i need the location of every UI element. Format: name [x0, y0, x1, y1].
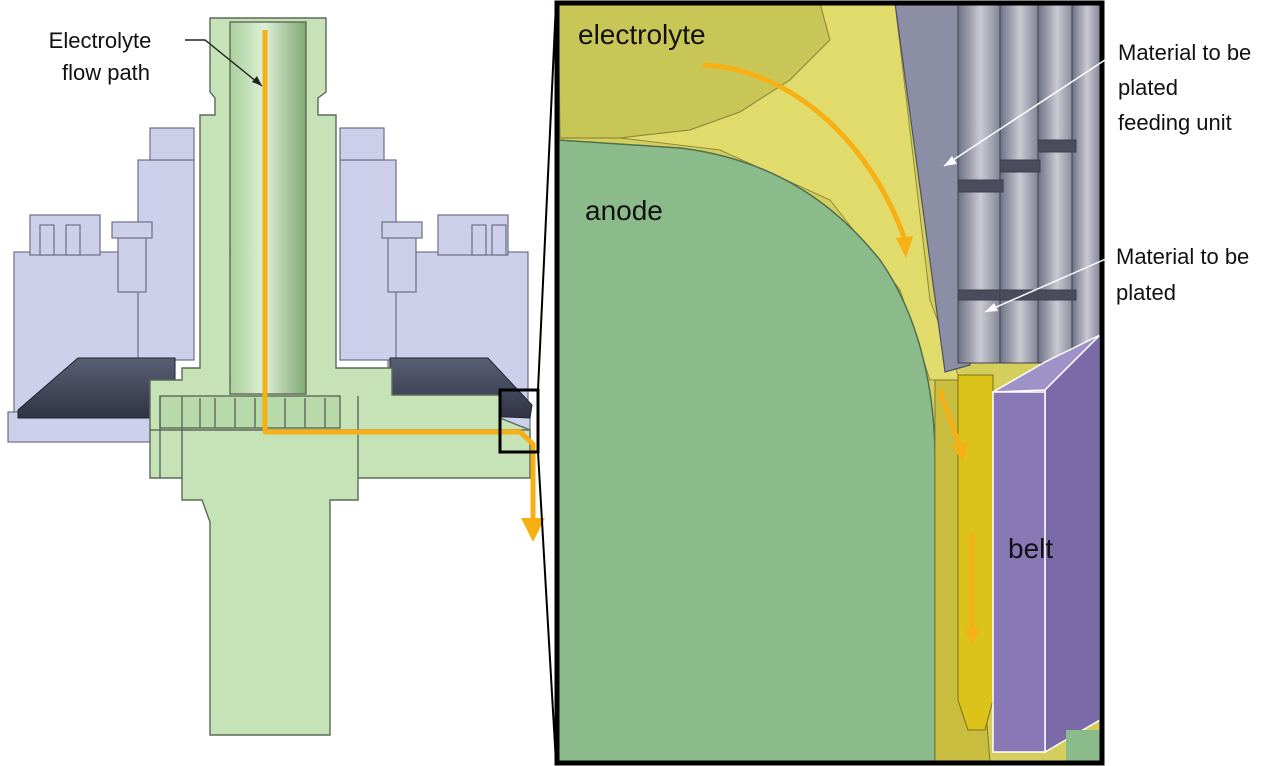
material-label-line1: Material to be — [1116, 244, 1249, 269]
material-pointer-head — [985, 303, 998, 312]
feeding-unit-label-line3: feeding unit — [1118, 110, 1232, 135]
belt — [992, 333, 1101, 762]
anode-label: anode — [585, 195, 663, 226]
material-pointer — [984, 257, 1109, 313]
callout-leader — [185, 39, 263, 87]
callout-label-line1: Electrolyte — [49, 28, 152, 53]
detail-frame — [554, 0, 1105, 766]
flow-arrow-head — [521, 518, 545, 542]
zoom-line-top — [537, 2, 557, 391]
callout-arrowhead — [252, 76, 262, 86]
detail-arrowhead-2 — [952, 442, 968, 462]
detail-arrowhead-3 — [964, 628, 980, 645]
electrolyte-label: electrolyte — [578, 19, 706, 50]
electrolyte-flow-path — [262, 30, 536, 520]
anode — [558, 139, 936, 762]
feeding-unit-pointer-head — [944, 156, 957, 166]
belt-label: belt — [1008, 533, 1053, 564]
annotations: Material to be plated feeding unit Mater… — [943, 40, 1251, 313]
material-label-line2: plated — [1116, 280, 1176, 305]
zoom-line-bottom — [537, 451, 557, 764]
feeding-teeth — [957, 3, 1101, 364]
fixture-left — [7, 127, 195, 443]
green-housing — [149, 17, 531, 736]
detail-flow-arrows — [702, 62, 975, 633]
feeding-unit-label-line2: plated — [1118, 75, 1178, 100]
plated-strip — [957, 374, 994, 731]
assembly-cross-section: Electrolyte flow path — [7, 2, 557, 764]
feeding-unit-label-line1: Material to be — [1118, 40, 1251, 65]
zoom-region-box — [498, 388, 540, 454]
detail-arrowhead-1 — [896, 236, 913, 258]
callout-label-line2: flow path — [62, 60, 150, 85]
feeding-unit-pointer — [943, 57, 1109, 167]
detail-view: electrolyte anode belt — [558, 3, 1101, 762]
feeding-unit — [894, 3, 971, 373]
